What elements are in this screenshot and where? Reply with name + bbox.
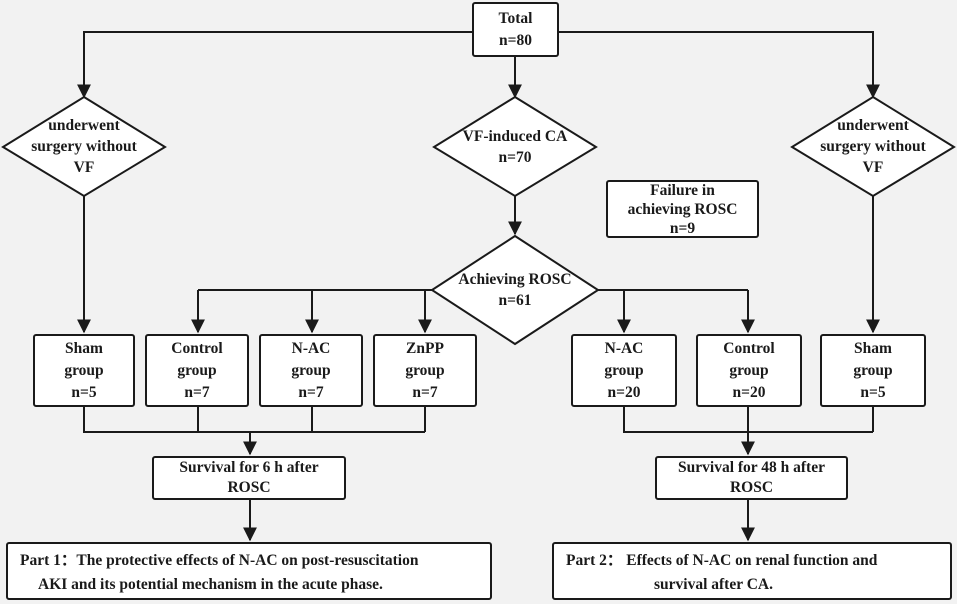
failure-line1: Failure in [650, 181, 715, 199]
failure-count: n=9 [669, 219, 696, 237]
decision-rosc-shape [430, 234, 600, 346]
group-sham-part2: Sham group n=5 [820, 334, 926, 407]
decision-vf-ca: VF-induced CA n=70 [434, 97, 596, 196]
survival-6h-line2: ROSC [227, 479, 271, 496]
connector-part2-collector [623, 407, 874, 433]
survival-6h-line1: Survival for 6 h after [179, 459, 319, 476]
decision-right-sham-shape [790, 95, 956, 198]
group-nac-part2: N-AC group n=20 [571, 334, 677, 407]
total-count: n=80 [499, 31, 532, 49]
group-word: group [853, 361, 893, 379]
rosc-count: n=61 [498, 292, 532, 309]
vf-ca-count: n=70 [498, 148, 532, 166]
connector-total-to-left-sham [77, 31, 472, 99]
group-word: group [177, 361, 217, 379]
part2-line2: survival after CA. [654, 576, 773, 593]
total-label: Total [498, 9, 533, 27]
connector-part1-collector [83, 407, 426, 433]
part2-line1: Part 2： Effects of N-AC on renal functio… [566, 552, 878, 569]
rosc-label: Achieving ROSC [458, 271, 572, 288]
decision-right-sham-line3: VF [862, 159, 884, 176]
part1-line1: Part 1：The protective effects of N-AC on… [20, 552, 419, 569]
total-box: Total n=80 [472, 2, 559, 57]
decision-left-sham-line3: VF [73, 159, 95, 176]
group-nac-part1: N-AC group n=7 [259, 334, 363, 407]
group-count: n=20 [607, 383, 641, 401]
group-word: group [405, 361, 445, 379]
failure-line2: achieving ROSC [627, 200, 738, 218]
group-word: group [604, 361, 644, 379]
survival-6h-box: Survival for 6 h after ROSC [152, 456, 346, 500]
survival-48h-line2: ROSC [729, 479, 774, 496]
vf-ca-label: VF-induced CA [462, 127, 568, 145]
part1-summary: Part 1：The protective effects of N-AC on… [6, 542, 492, 600]
decision-right-sham: underwent surgery without VF [792, 97, 954, 196]
decision-left-sham: underwent surgery without VF [3, 97, 165, 196]
survival-48h-box: Survival for 48 h after ROSC [655, 456, 848, 500]
group-word: group [729, 361, 769, 379]
group-control-part2: Control group n=20 [696, 334, 802, 407]
connector-total-to-right-sham [559, 31, 880, 99]
decision-left-sham-shape [1, 95, 167, 198]
part2-summary: Part 2： Effects of N-AC on renal functio… [552, 542, 952, 600]
group-count: n=5 [71, 383, 97, 401]
group-count: n=7 [184, 383, 210, 401]
group-name: ZnPP [406, 339, 444, 357]
group-count: n=7 [298, 383, 324, 401]
group-name: N-AC [291, 339, 331, 357]
group-name: Control [723, 339, 775, 357]
group-count: n=5 [860, 383, 886, 401]
group-znpp-part1: ZnPP group n=7 [373, 334, 477, 407]
decision-left-sham-line2: surgery without [31, 138, 137, 155]
failure-box: Failure in achieving ROSC n=9 [606, 180, 759, 238]
decision-rosc: Achieving ROSC n=61 [432, 236, 598, 344]
group-name: N-AC [604, 339, 644, 357]
part1-line2: AKI and its potential mechanism in the a… [38, 576, 383, 593]
group-name: Sham [854, 339, 892, 357]
decision-left-sham-line1: underwent [48, 117, 120, 134]
group-control-part1: Control group n=7 [145, 334, 249, 407]
decision-vf-ca-shape [432, 95, 598, 198]
group-count: n=7 [412, 383, 438, 401]
group-name: Control [171, 339, 223, 357]
decision-right-sham-line1: underwent [837, 117, 909, 134]
group-sham-part1: Sham group n=5 [33, 334, 135, 407]
group-name: Sham [65, 339, 103, 357]
group-count: n=20 [732, 383, 766, 401]
decision-right-sham-line2: surgery without [820, 138, 926, 155]
survival-48h-line1: Survival for 48 h after [678, 459, 825, 476]
group-word: group [291, 361, 331, 379]
group-word: group [64, 361, 104, 379]
